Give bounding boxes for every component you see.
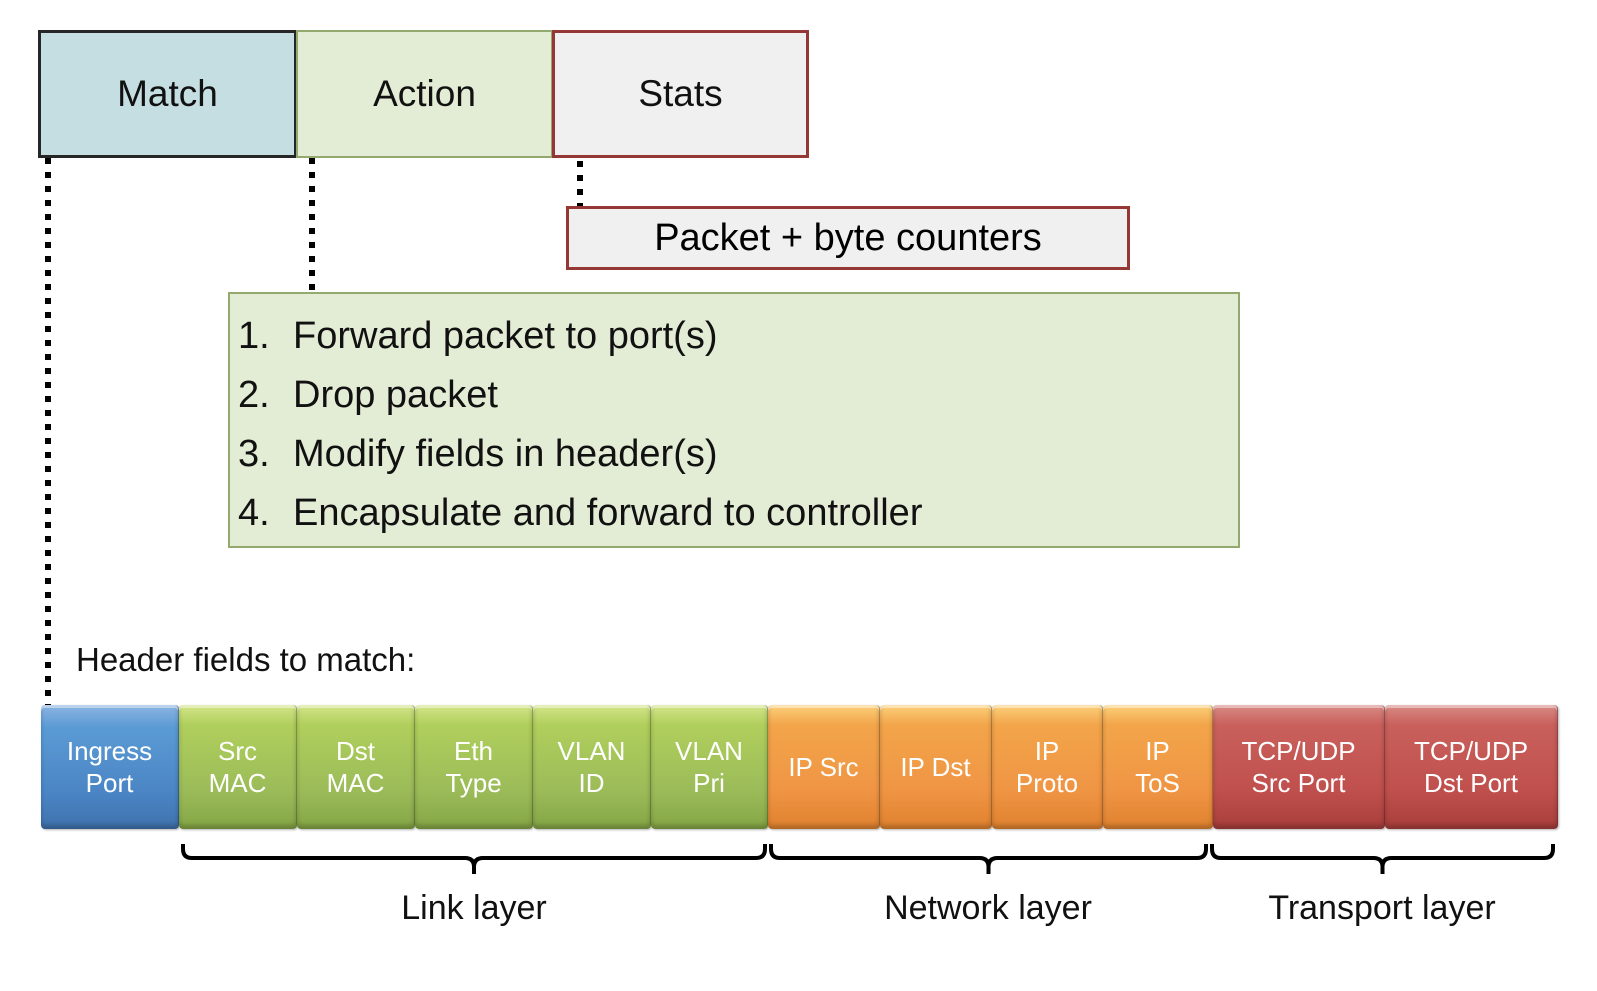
header-field-line: IP Dst: [900, 752, 971, 782]
header-field-line: Proto: [1015, 768, 1079, 798]
header-field-line: Eth: [453, 736, 494, 766]
flow-entry-cell-match[interactable]: Match: [38, 30, 297, 158]
stats-detail-label: Packet + byte counters: [654, 216, 1042, 259]
action-item-number: 3.: [238, 433, 270, 475]
layer-label-network-layer: Network layer: [884, 889, 1092, 927]
flow-entry-label-match: Match: [117, 73, 218, 114]
header-field-line: VLAN: [557, 736, 626, 766]
header-field-line: Ingress: [66, 736, 153, 766]
action-item-label: Modify fields in header(s): [293, 433, 718, 475]
header-field-line: ID: [578, 768, 605, 798]
brace-svg: [181, 844, 1555, 874]
flow-entry-cell-stats[interactable]: Stats: [552, 30, 809, 158]
flow-entry-label-action: Action: [373, 73, 476, 114]
header-field-line: Dst: [336, 736, 375, 766]
action-item-number: 4.: [238, 492, 270, 534]
brace-path: [769, 844, 1208, 874]
connector-dotted-stats: [577, 161, 583, 206]
header-field-line: Type: [445, 768, 502, 798]
header-field-line: TCP/UDP: [1413, 736, 1529, 766]
connector-dotted-match: [45, 158, 51, 706]
action-item-label: Drop packet: [293, 374, 498, 416]
header-field-ip-dst[interactable]: IP Dst: [880, 705, 992, 829]
header-field-line: Src Port: [1251, 768, 1346, 798]
header-field-ip-src[interactable]: IP Src: [768, 705, 880, 829]
flow-entry-cell-action[interactable]: Action: [296, 30, 553, 158]
header-field-line: TCP/UDP: [1241, 736, 1356, 766]
stats-detail-box: Packet + byte counters: [566, 206, 1130, 270]
header-field-line: Src: [218, 736, 257, 766]
connector-dotted-action: [309, 158, 315, 294]
layer-label-link-layer: Link layer: [401, 889, 547, 927]
action-detail-box: 1. Forward packet to port(s) 2. Drop pac…: [228, 292, 1240, 548]
header-field-line: IP: [1145, 736, 1170, 766]
action-item-number: 1.: [238, 315, 270, 357]
action-list-item: 2. Drop packet: [238, 366, 1238, 425]
action-list-item: 3. Modify fields in header(s): [238, 425, 1238, 484]
header-field-line: IP Src: [788, 752, 859, 782]
header-field-line: IP: [1034, 736, 1060, 766]
layer-label-transport-layer: Transport layer: [1268, 889, 1496, 927]
header-fields-caption: Header fields to match:: [76, 641, 416, 678]
action-item-label: Forward packet to port(s): [293, 315, 718, 357]
brace-path: [1210, 844, 1555, 874]
header-field-line: MAC: [326, 768, 385, 798]
header-field-line: Dst Port: [1424, 768, 1518, 798]
header-field-line: Pri: [693, 768, 725, 798]
action-list-item: 4. Encapsulate and forward to controller: [238, 484, 1238, 543]
flow-entry-label-stats: Stats: [638, 73, 723, 114]
header-field-line: Port: [85, 768, 134, 798]
header-field-line: ToS: [1135, 768, 1180, 798]
action-list-item: 1. Forward packet to port(s): [238, 307, 1238, 366]
layer-braces: [0, 836, 1597, 911]
action-item-number: 2.: [238, 374, 270, 416]
header-field-line: VLAN: [675, 736, 743, 766]
header-field-line: MAC: [208, 768, 267, 798]
brace-path: [181, 844, 767, 874]
action-item-label: Encapsulate and forward to controller: [293, 492, 923, 534]
